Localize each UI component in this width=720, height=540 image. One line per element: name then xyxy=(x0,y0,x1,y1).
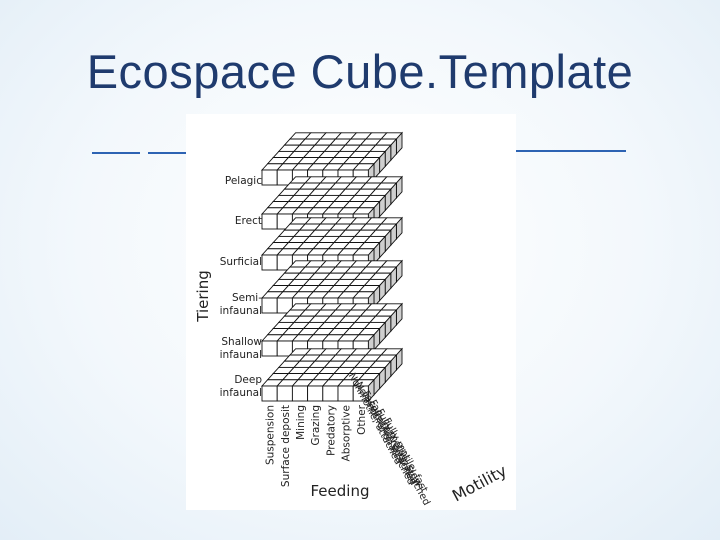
tier-layer xyxy=(260,302,404,358)
title-underline-left-segment xyxy=(148,152,188,154)
tier-label: Shallow xyxy=(221,336,262,348)
feeding-axis-label: Feeding xyxy=(311,482,370,500)
cell-front xyxy=(261,254,278,271)
slide-title: Ecospace Cube.Template xyxy=(86,45,634,98)
tier-labels: PelagicErectSurficialSemi-infaunalShallo… xyxy=(220,175,263,399)
tier-layer xyxy=(260,259,404,315)
cell-front xyxy=(261,340,278,357)
cell-front xyxy=(322,385,339,402)
cell-front xyxy=(276,340,293,357)
tier-label: Pelagic xyxy=(225,175,262,187)
tier-label: Semi- xyxy=(232,292,262,304)
tier-label: infaunal xyxy=(220,305,262,317)
cell-front xyxy=(291,385,309,402)
feeding-label: Grazing xyxy=(310,405,322,446)
cell-front xyxy=(261,385,278,402)
tier-label: Deep xyxy=(234,374,262,386)
tier-label: infaunal xyxy=(220,349,262,361)
tier-label: Surficial xyxy=(220,256,262,268)
motility-axis-label: Motility xyxy=(449,461,510,505)
feeding-label: Absorptive xyxy=(341,405,353,461)
tier-layer xyxy=(260,347,404,403)
title-underline-right xyxy=(508,150,626,152)
feeding-label: Suspension xyxy=(265,405,277,465)
feeding-label: Predatory xyxy=(325,405,337,456)
feeding-label: Surface deposit xyxy=(280,405,292,487)
cell-front xyxy=(276,385,293,402)
ecospace-cube-diagram: PelagicErectSurficialSemi-infaunalShallo… xyxy=(194,131,510,507)
cell-front xyxy=(261,297,278,314)
tier-layer xyxy=(260,216,404,272)
feeding-label: Mining xyxy=(295,405,307,440)
cell-side xyxy=(367,378,375,403)
feeding-label: Other xyxy=(356,404,368,434)
tiering-axis-label: Tiering xyxy=(194,270,212,322)
cell-front xyxy=(307,385,324,402)
tier-layer xyxy=(260,175,404,231)
cell-front xyxy=(261,213,278,230)
title-underline-left xyxy=(92,152,140,154)
tier-label: infaunal xyxy=(220,387,262,399)
cell-front xyxy=(337,385,354,402)
tier-label: Erect xyxy=(235,215,262,227)
tier-layer xyxy=(260,131,404,187)
tier-layers xyxy=(260,131,404,403)
cell-front xyxy=(261,169,278,186)
